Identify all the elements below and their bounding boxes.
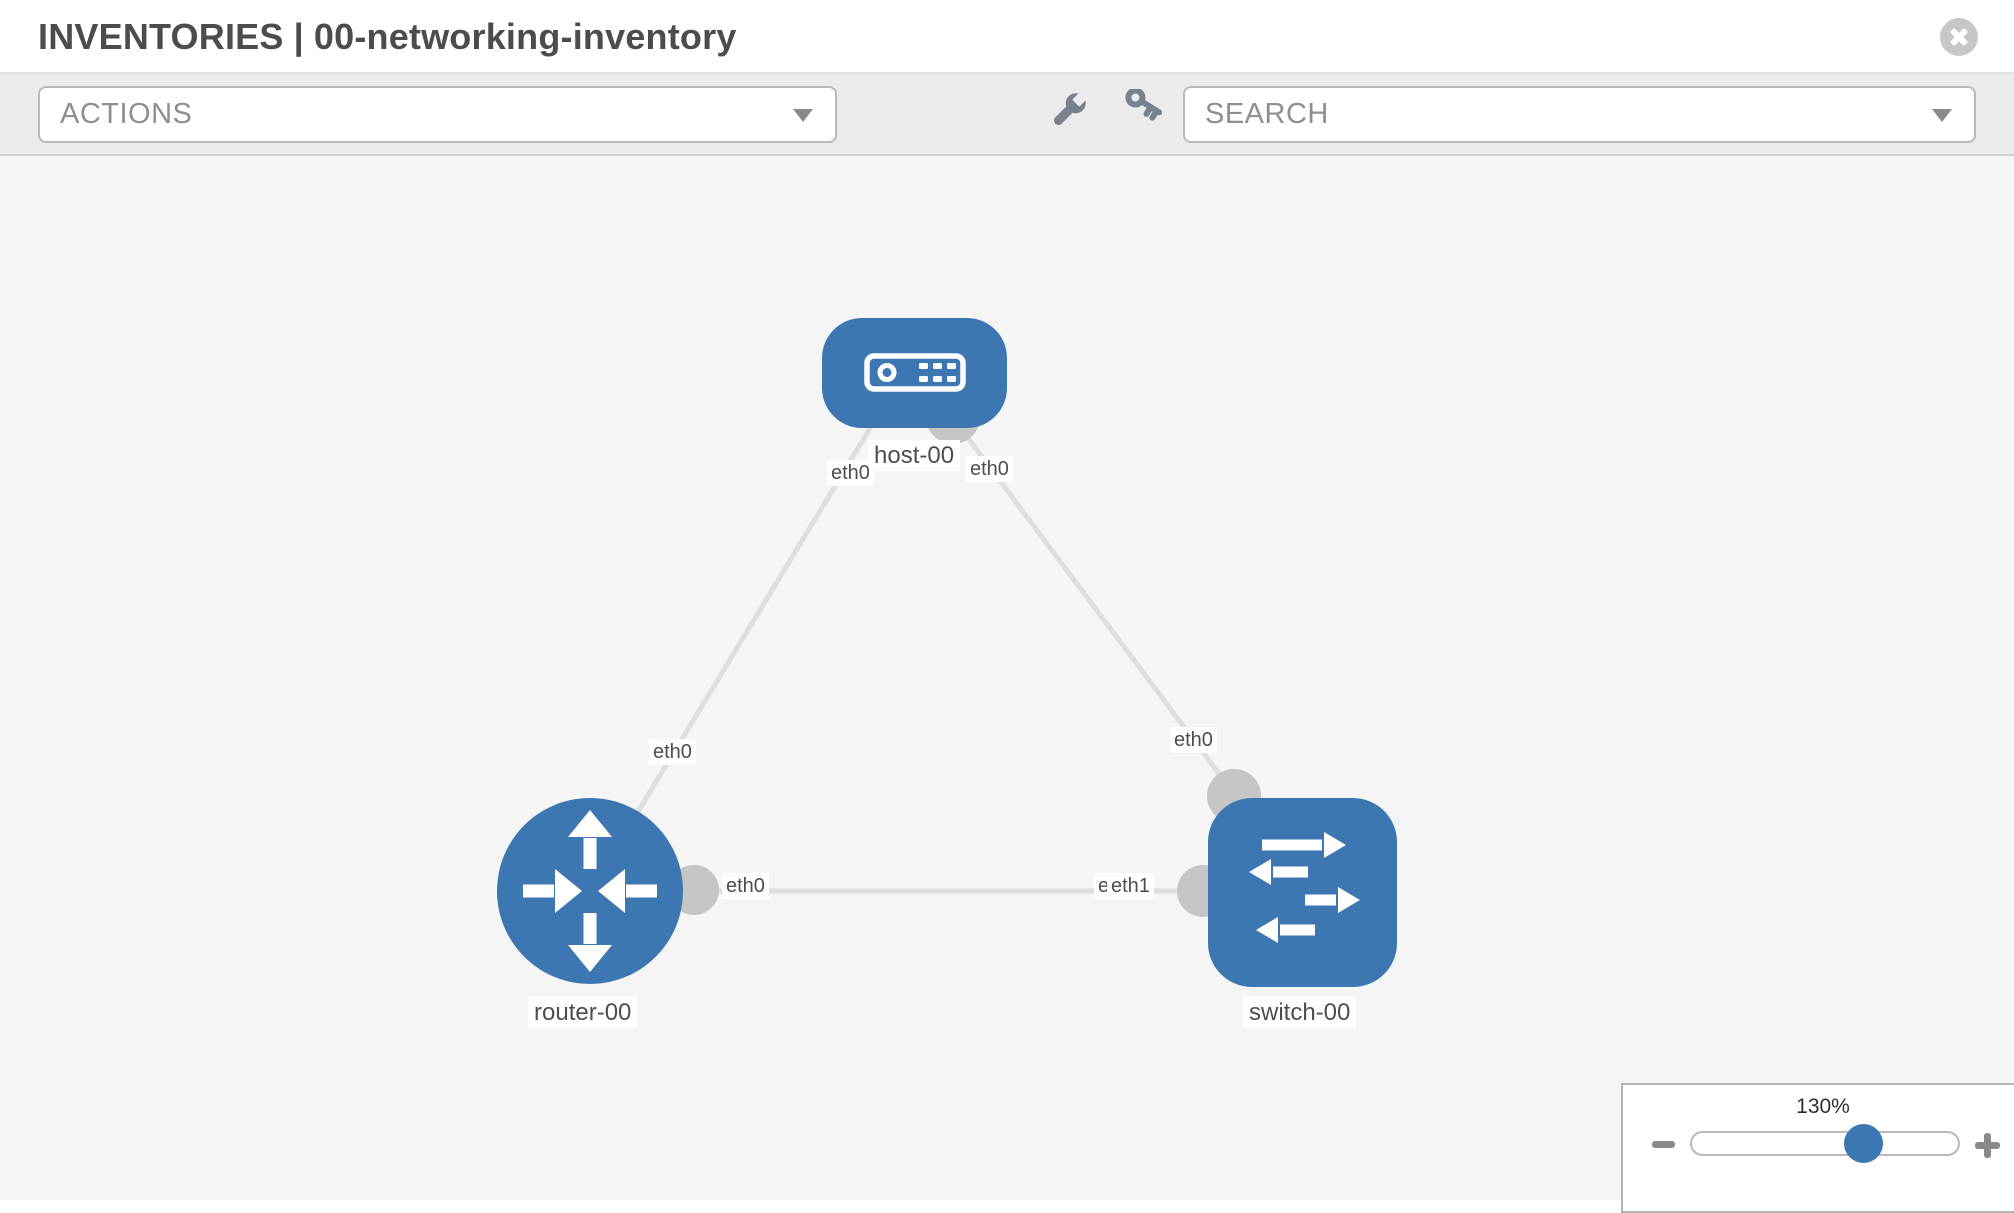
credentials-button[interactable] [1112,82,1168,142]
actions-dropdown[interactable]: ACTIONS [38,86,837,143]
node-label-switch: switch-00 [1243,997,1357,1029]
interface-label-switch-eth1: eth1 [1107,873,1154,900]
zoom-out-button[interactable] [1648,1131,1682,1159]
switch-arrows-icon [1249,832,1360,943]
toolbar: ACTIONS SEARCH [0,74,2014,156]
server-icon [864,353,966,392]
actions-dropdown-label: ACTIONS [60,98,193,130]
page-title-section: INVENTORIES [38,16,284,57]
topology-canvas: host-00 router-00 switch-00 eth0 eth0 et… [0,156,2014,1200]
zoom-slider-track[interactable] [1690,1131,1960,1156]
router-arrows-icon [523,810,657,972]
page-title-separator: | [293,16,304,57]
tools-button[interactable] [1040,82,1096,142]
interface-label-host-eth0-right: eth0 [966,456,1013,483]
node-host[interactable] [822,318,1007,428]
page-header: INVENTORIES|00-networking-inventory [0,0,2014,74]
inventory-name: 00-networking-inventory [313,16,737,57]
page-title: INVENTORIES|00-networking-inventory [38,0,747,72]
interface-label-router-eth0-right: eth0 [722,873,769,900]
zoom-level-value: 130% [1796,1095,1850,1118]
topology-graph [497,318,1397,987]
interface-label-host-eth0-left: eth0 [827,460,874,487]
close-button[interactable] [1940,18,1978,56]
node-switch[interactable] [1208,798,1397,987]
search-dropdown[interactable]: SEARCH [1183,86,1976,143]
zoom-slider-thumb[interactable] [1844,1124,1883,1163]
key-icon [1125,87,1163,121]
wrench-icon [1053,92,1087,125]
zoom-panel: 130% [1621,1083,2014,1213]
node-label-host: host-00 [868,440,961,472]
interface-label-router-eth0-top: eth0 [649,739,696,766]
search-dropdown-label: SEARCH [1205,98,1329,130]
zoom-in-button[interactable] [1971,1129,2005,1163]
caret-down-icon [1932,109,1952,122]
interface-label-switch-eth0-top: eth0 [1170,727,1217,754]
minus-icon [1652,1141,1675,1148]
node-label-router: router-00 [528,997,638,1029]
close-icon [1940,18,1978,56]
caret-down-icon [793,109,813,122]
node-router[interactable] [497,798,683,984]
plus-icon [1984,1133,1991,1158]
